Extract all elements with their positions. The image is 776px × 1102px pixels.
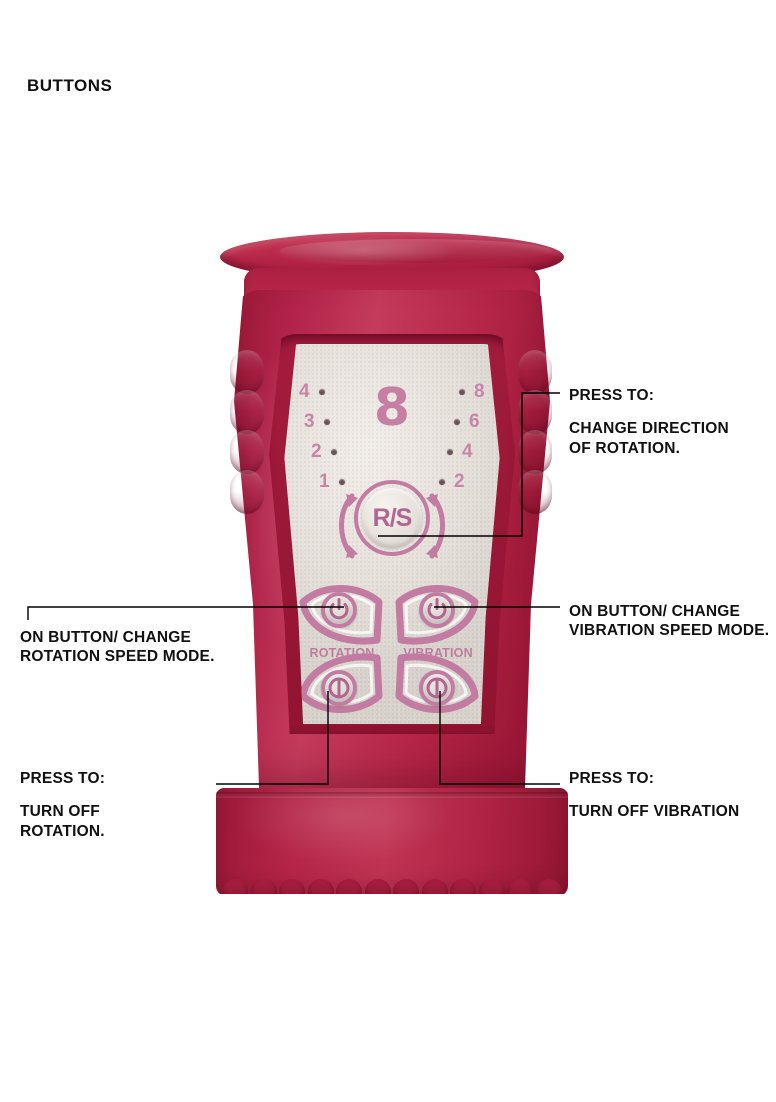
- power-off-icon: [328, 677, 350, 699]
- callout-body: ON BUTTON/ CHANGE VIBRATION SPEED MODE.: [569, 603, 770, 640]
- petal-shape-top-left-icon: [299, 585, 383, 645]
- rotation-caption: ROTATION: [309, 646, 375, 660]
- rotation-level-dot-1: [338, 478, 345, 485]
- mode-display: 8: [373, 378, 411, 438]
- vibration-on-pad[interactable]: [393, 580, 479, 646]
- vibration-caption: VIBRATION: [403, 646, 473, 660]
- vibration-level-2: 2: [454, 471, 465, 492]
- rotation-level-3: 3: [304, 411, 315, 432]
- rotation-level-dot-3: [323, 418, 330, 425]
- direction-button-group: R/S: [332, 480, 452, 572]
- rotation-on-pad[interactable]: [299, 580, 385, 646]
- device-base-seam: [216, 792, 568, 798]
- rotation-level-4: 4: [299, 381, 310, 402]
- base-bottom-mask: [216, 894, 568, 908]
- grip-ridges-left: [230, 232, 264, 562]
- vibration-off-pad[interactable]: [393, 652, 479, 718]
- callout-body: CHANGE DIRECTION OF ROTATION.: [569, 420, 729, 457]
- callout-head: PRESS TO:: [569, 387, 655, 404]
- rotation-level-1: 1: [319, 471, 330, 492]
- grip-ridges-right: [518, 232, 552, 562]
- power-on-icon: [329, 598, 349, 620]
- control-panel: 4 3 2 1 8: [284, 344, 500, 724]
- vibration-level-dot-8: [459, 388, 465, 395]
- device-top-lip-inner: [280, 239, 552, 263]
- callout-press-to-change-direction: PRESS TO: CHANGE DIRECTION OF ROTATION.: [569, 386, 729, 458]
- callout-head: PRESS TO:: [20, 770, 106, 787]
- callout-press-to-turn-off-rotation: PRESS TO: TURN OFF ROTATION.: [20, 769, 105, 841]
- rotation-level-2: 2: [311, 441, 322, 462]
- callout-rotation-on: ON BUTTON/ CHANGE ROTATION SPEED MODE.: [20, 628, 215, 667]
- vibration-level-8: 8: [474, 381, 485, 402]
- power-off-icon: [426, 677, 448, 699]
- petal-shape-top-right-icon: [395, 585, 479, 645]
- callout-body: ON BUTTON/ CHANGE ROTATION SPEED MODE.: [20, 629, 215, 666]
- vibration-level-4: 4: [462, 441, 473, 462]
- vibration-level-dot-4: [447, 448, 453, 455]
- callout-vibration-on: ON BUTTON/ CHANGE VIBRATION SPEED MODE.: [569, 602, 769, 641]
- rotation-level-dot-2: [330, 448, 337, 455]
- callout-head: PRESS TO:: [569, 770, 655, 787]
- direction-button-label: R/S: [372, 503, 413, 532]
- page-title: BUTTONS: [27, 76, 113, 95]
- device-base: [216, 788, 568, 908]
- rotation-level-dot-4: [318, 388, 325, 395]
- power-on-icon: [427, 598, 447, 620]
- callout-body: TURN OFF VIBRATION: [569, 803, 740, 821]
- callout-press-to-turn-off-vibration: PRESS TO: TURN OFF VIBRATION: [569, 769, 739, 822]
- rotation-off-pad[interactable]: [299, 652, 385, 718]
- callout-body: TURN OFF ROTATION.: [20, 803, 105, 840]
- button-pads: ROTATION VIBRATION: [293, 580, 491, 718]
- device-illustration: 4 3 2 1 8: [196, 232, 588, 912]
